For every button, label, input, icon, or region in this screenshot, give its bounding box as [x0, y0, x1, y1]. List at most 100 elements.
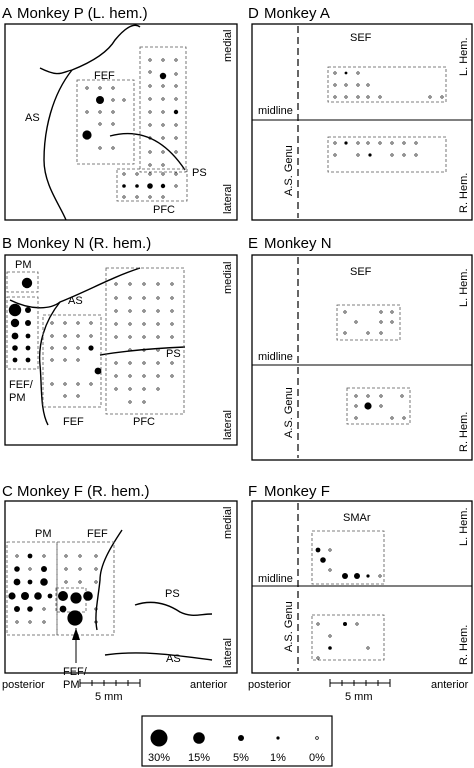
panel-f: F Monkey F SMAr midline A.S. Genu L. Hem…: [248, 483, 473, 674]
recording-site: [142, 282, 146, 286]
recording-site: [85, 110, 89, 114]
recording-site: [25, 345, 31, 351]
panel-b-label-fefpm-1: FEF/: [9, 379, 34, 391]
panel-c-recording-sites: [8, 553, 98, 626]
recording-site: [156, 335, 160, 339]
panel-a-label-as: AS: [25, 112, 40, 124]
recording-site: [76, 394, 80, 398]
recording-site: [42, 554, 46, 558]
panel-a-label-ps: PS: [192, 167, 207, 179]
recording-site: [354, 394, 358, 398]
recording-site: [356, 71, 360, 75]
recording-site: [170, 335, 174, 339]
panel-e-label-genu: A.S. Genu: [283, 387, 295, 438]
recording-site: [25, 307, 31, 313]
recording-site: [82, 130, 92, 140]
recording-site: [378, 574, 382, 578]
recording-site: [174, 84, 178, 88]
panel-a-label-fef: FEF: [94, 70, 115, 82]
recording-site: [333, 141, 337, 145]
recording-site: [161, 123, 165, 127]
recording-site: [170, 309, 174, 313]
panel-b-label-fef: FEF: [63, 416, 84, 428]
panel-b-frame: [4, 254, 238, 446]
panel-b-label-as: AS: [68, 295, 83, 307]
orientation-labels: posterior anterior posterior anterior: [2, 679, 469, 691]
recording-site: [85, 86, 89, 90]
recording-site: [344, 141, 348, 145]
recording-site: [390, 153, 394, 157]
panel-b-lateral: lateral: [222, 410, 234, 440]
recording-site: [14, 566, 20, 572]
recording-site: [78, 554, 82, 558]
panel-b-label-ps: PS: [166, 348, 181, 360]
recording-site: [156, 282, 160, 286]
recording-site: [76, 346, 80, 350]
left-scale-bar: 5 mm: [79, 679, 141, 703]
recording-site: [98, 146, 102, 150]
panel-f-upper-box: [311, 530, 385, 585]
recording-site: [142, 400, 146, 404]
recording-site: [342, 573, 348, 579]
recording-site: [402, 416, 406, 420]
recording-site: [148, 70, 152, 74]
recording-site: [333, 83, 337, 87]
recording-site: [98, 86, 102, 90]
recording-site: [161, 172, 165, 176]
recording-site: [63, 321, 67, 325]
legend-frame: [141, 715, 333, 767]
recording-site: [98, 122, 102, 126]
panel-f-label-genu: A.S. Genu: [283, 601, 295, 652]
recording-site: [14, 606, 20, 612]
right-anterior-label: anterior: [431, 679, 469, 691]
recording-site: [94, 620, 98, 624]
recording-site: [378, 95, 382, 99]
recording-site: [161, 136, 165, 140]
panel-b-sulcus-top: [9, 267, 141, 309]
recording-site: [148, 195, 152, 199]
right-posterior-label: posterior: [248, 679, 291, 691]
recording-site: [142, 322, 146, 326]
recording-site: [122, 172, 126, 176]
panel-e-lower-box: [346, 387, 411, 425]
panel-f-frame: [251, 500, 473, 674]
recording-site: [142, 309, 146, 313]
panel-f-letter: F: [248, 483, 257, 500]
recording-site: [354, 573, 360, 579]
panel-f-title: Monkey F: [264, 483, 330, 500]
recording-site: [135, 184, 139, 188]
recording-site: [316, 656, 320, 660]
panel-f-label-rhem: R. Hem.: [458, 625, 470, 665]
recording-site: [42, 607, 46, 611]
panel-b-principal-sulcus: [99, 346, 186, 356]
right-scale-bar: 5 mm: [329, 679, 391, 703]
recording-site: [156, 296, 160, 300]
panel-d-label-genu: A.S. Genu: [283, 145, 295, 196]
panel-a-medial: medial: [222, 30, 234, 62]
recording-site: [379, 394, 383, 398]
recording-site: [63, 382, 67, 386]
recording-site: [94, 367, 102, 375]
recording-site: [128, 387, 132, 391]
recording-site: [379, 320, 383, 324]
legend-label-0: 0%: [309, 752, 325, 764]
panel-c-label-ps: PS: [165, 588, 180, 600]
recording-site: [379, 331, 383, 335]
recording-site: [142, 387, 146, 391]
recording-site: [440, 95, 444, 99]
recording-site: [414, 153, 418, 157]
recording-site: [148, 97, 152, 101]
panel-b-label-fefpm-2: PM: [9, 392, 26, 404]
panel-d-label-rhem: R. Hem.: [458, 173, 470, 213]
recording-site: [161, 195, 165, 199]
recording-site: [156, 348, 160, 352]
recording-site: [28, 620, 32, 624]
recording-site: [316, 622, 320, 626]
panel-b-pm-box: [6, 271, 39, 293]
recording-site: [111, 122, 115, 126]
recording-site: [27, 606, 33, 612]
recording-site: [76, 358, 80, 362]
recording-site: [328, 548, 332, 552]
recording-site: [34, 592, 42, 600]
recording-site: [142, 348, 146, 352]
